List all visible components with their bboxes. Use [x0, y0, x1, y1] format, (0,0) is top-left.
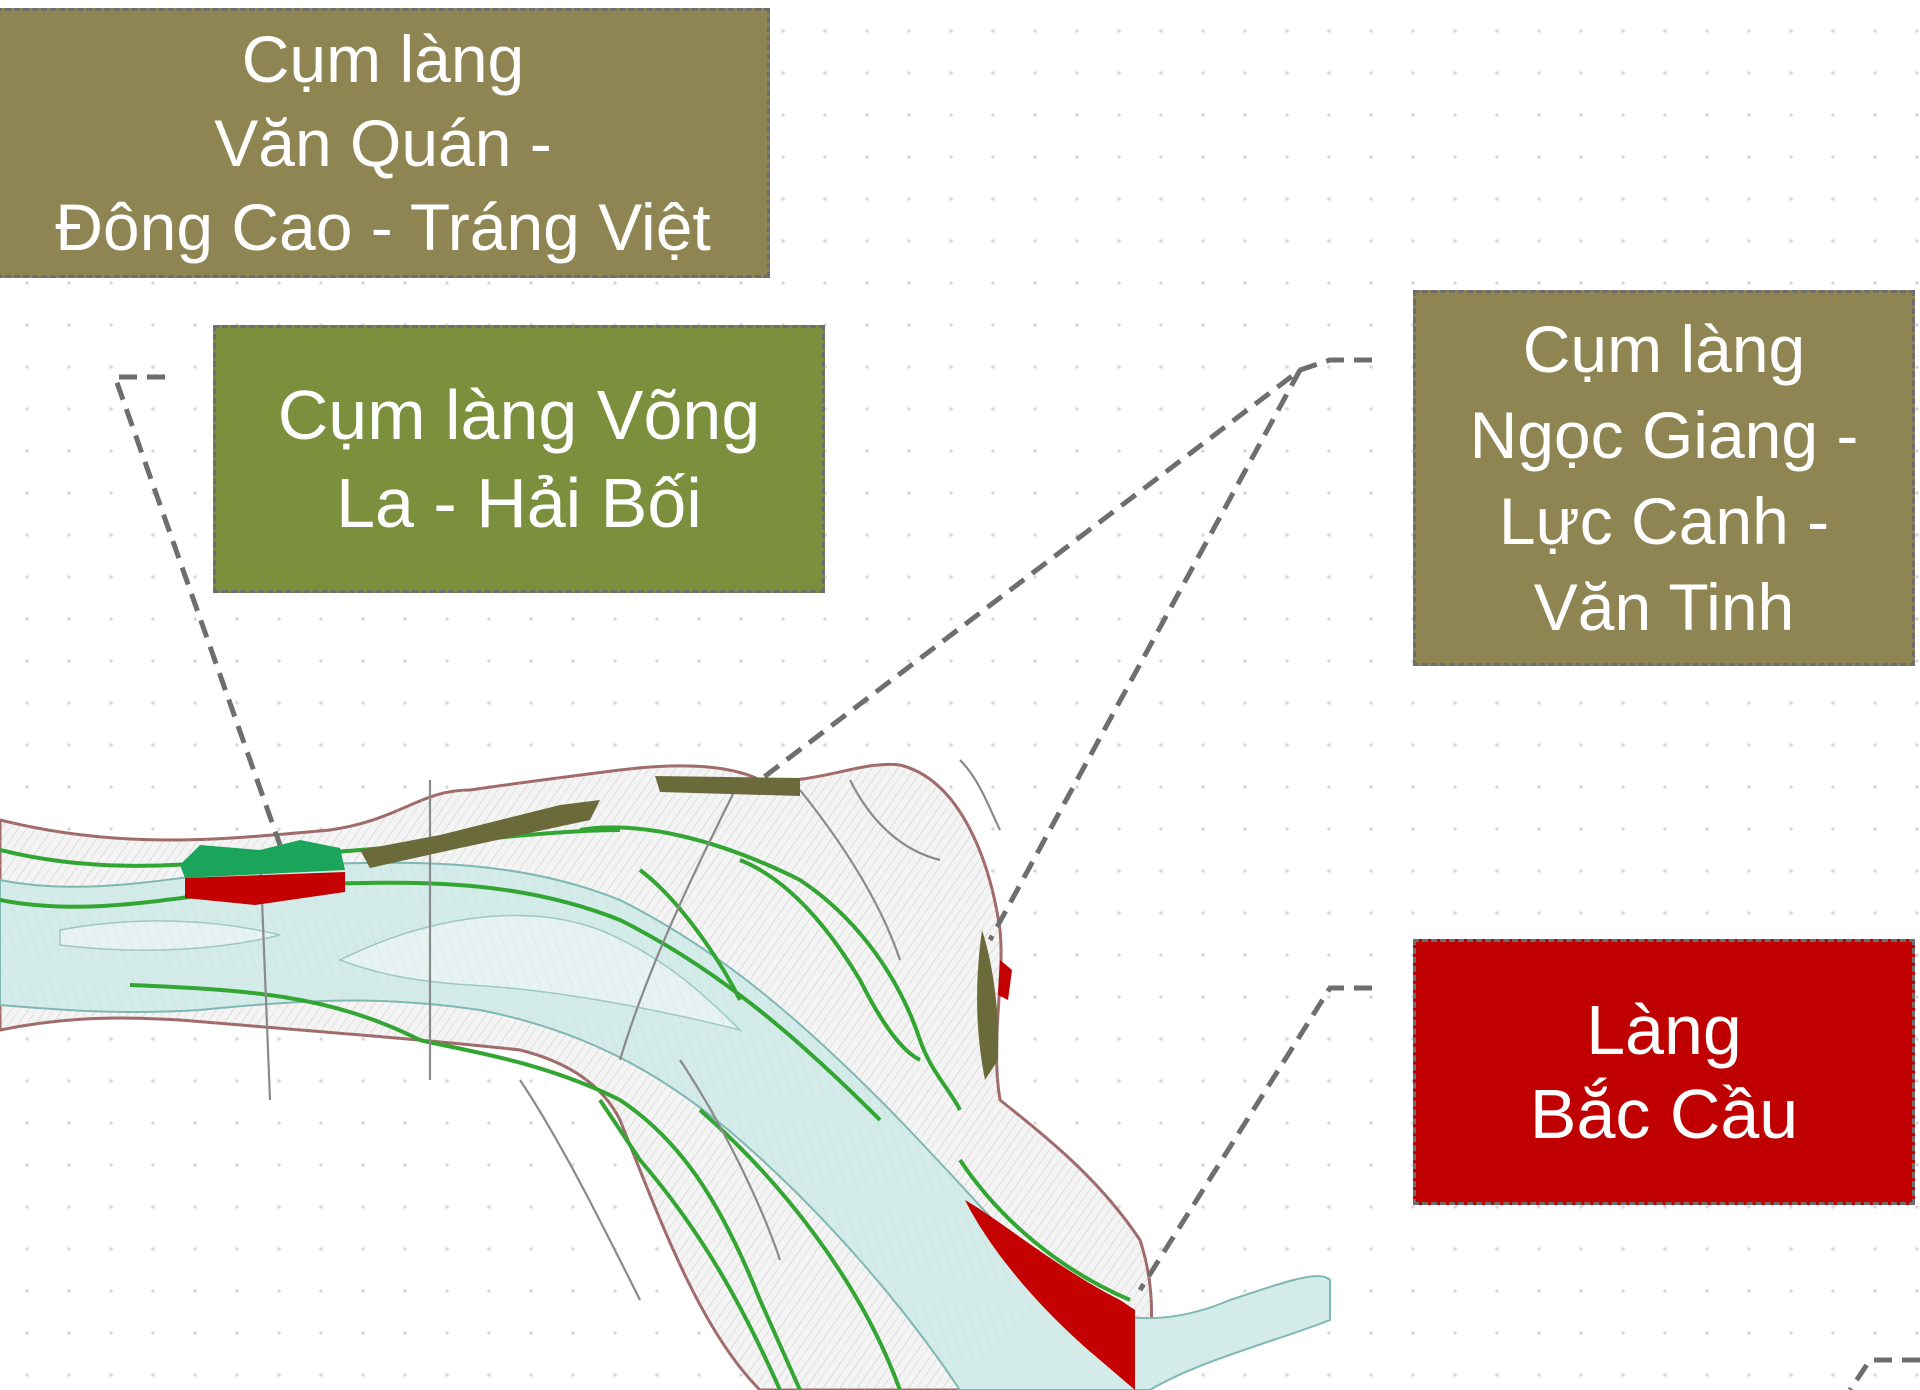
village-zone-green: [180, 840, 345, 878]
village-zone-van-quan: [655, 776, 800, 796]
label-vong-la-hai-boi: Cụm làng Võng La - Hải Bối: [213, 325, 825, 593]
leader-lines: [111, 357, 1920, 1390]
label-line: La - Hải Bối: [336, 464, 702, 542]
village-zone-vong-la: [185, 872, 345, 905]
label-line: Lực Canh -: [1498, 484, 1830, 558]
village-zone-bac-cau: [965, 1200, 1135, 1390]
zone-outlines: [0, 825, 1131, 1390]
road-network: [258, 759, 1001, 1301]
village-zone-ngoc-giang: [977, 930, 999, 1080]
label-line: Cụm làng: [1522, 312, 1806, 386]
label-line: Đông Cao - Tráng Việt: [55, 190, 711, 264]
label-ngoc-giang-luc-canh-van-tinh: Cụm làng Ngọc Giang - Lực Canh - Văn Tin…: [1413, 290, 1915, 666]
label-line: Cụm làng Võng: [277, 376, 761, 454]
label-line: Văn Tinh: [1533, 570, 1795, 644]
village-zone-van-quan: [360, 800, 600, 868]
label-line: Cụm làng: [241, 22, 525, 96]
label-line: Văn Quán -: [214, 106, 552, 180]
label-line: Làng: [1586, 991, 1742, 1069]
label-van-quan-dong-cao-trang-viet: Cụm làng Văn Quán - Đông Cao - Tráng Việ…: [0, 8, 770, 278]
label-line: Ngọc Giang -: [1469, 398, 1859, 472]
village-zone-ngoc-giang: [998, 960, 1012, 1000]
label-bac-cau: Làng Bắc Cầu: [1413, 939, 1915, 1205]
label-line: Bắc Cầu: [1529, 1075, 1799, 1153]
